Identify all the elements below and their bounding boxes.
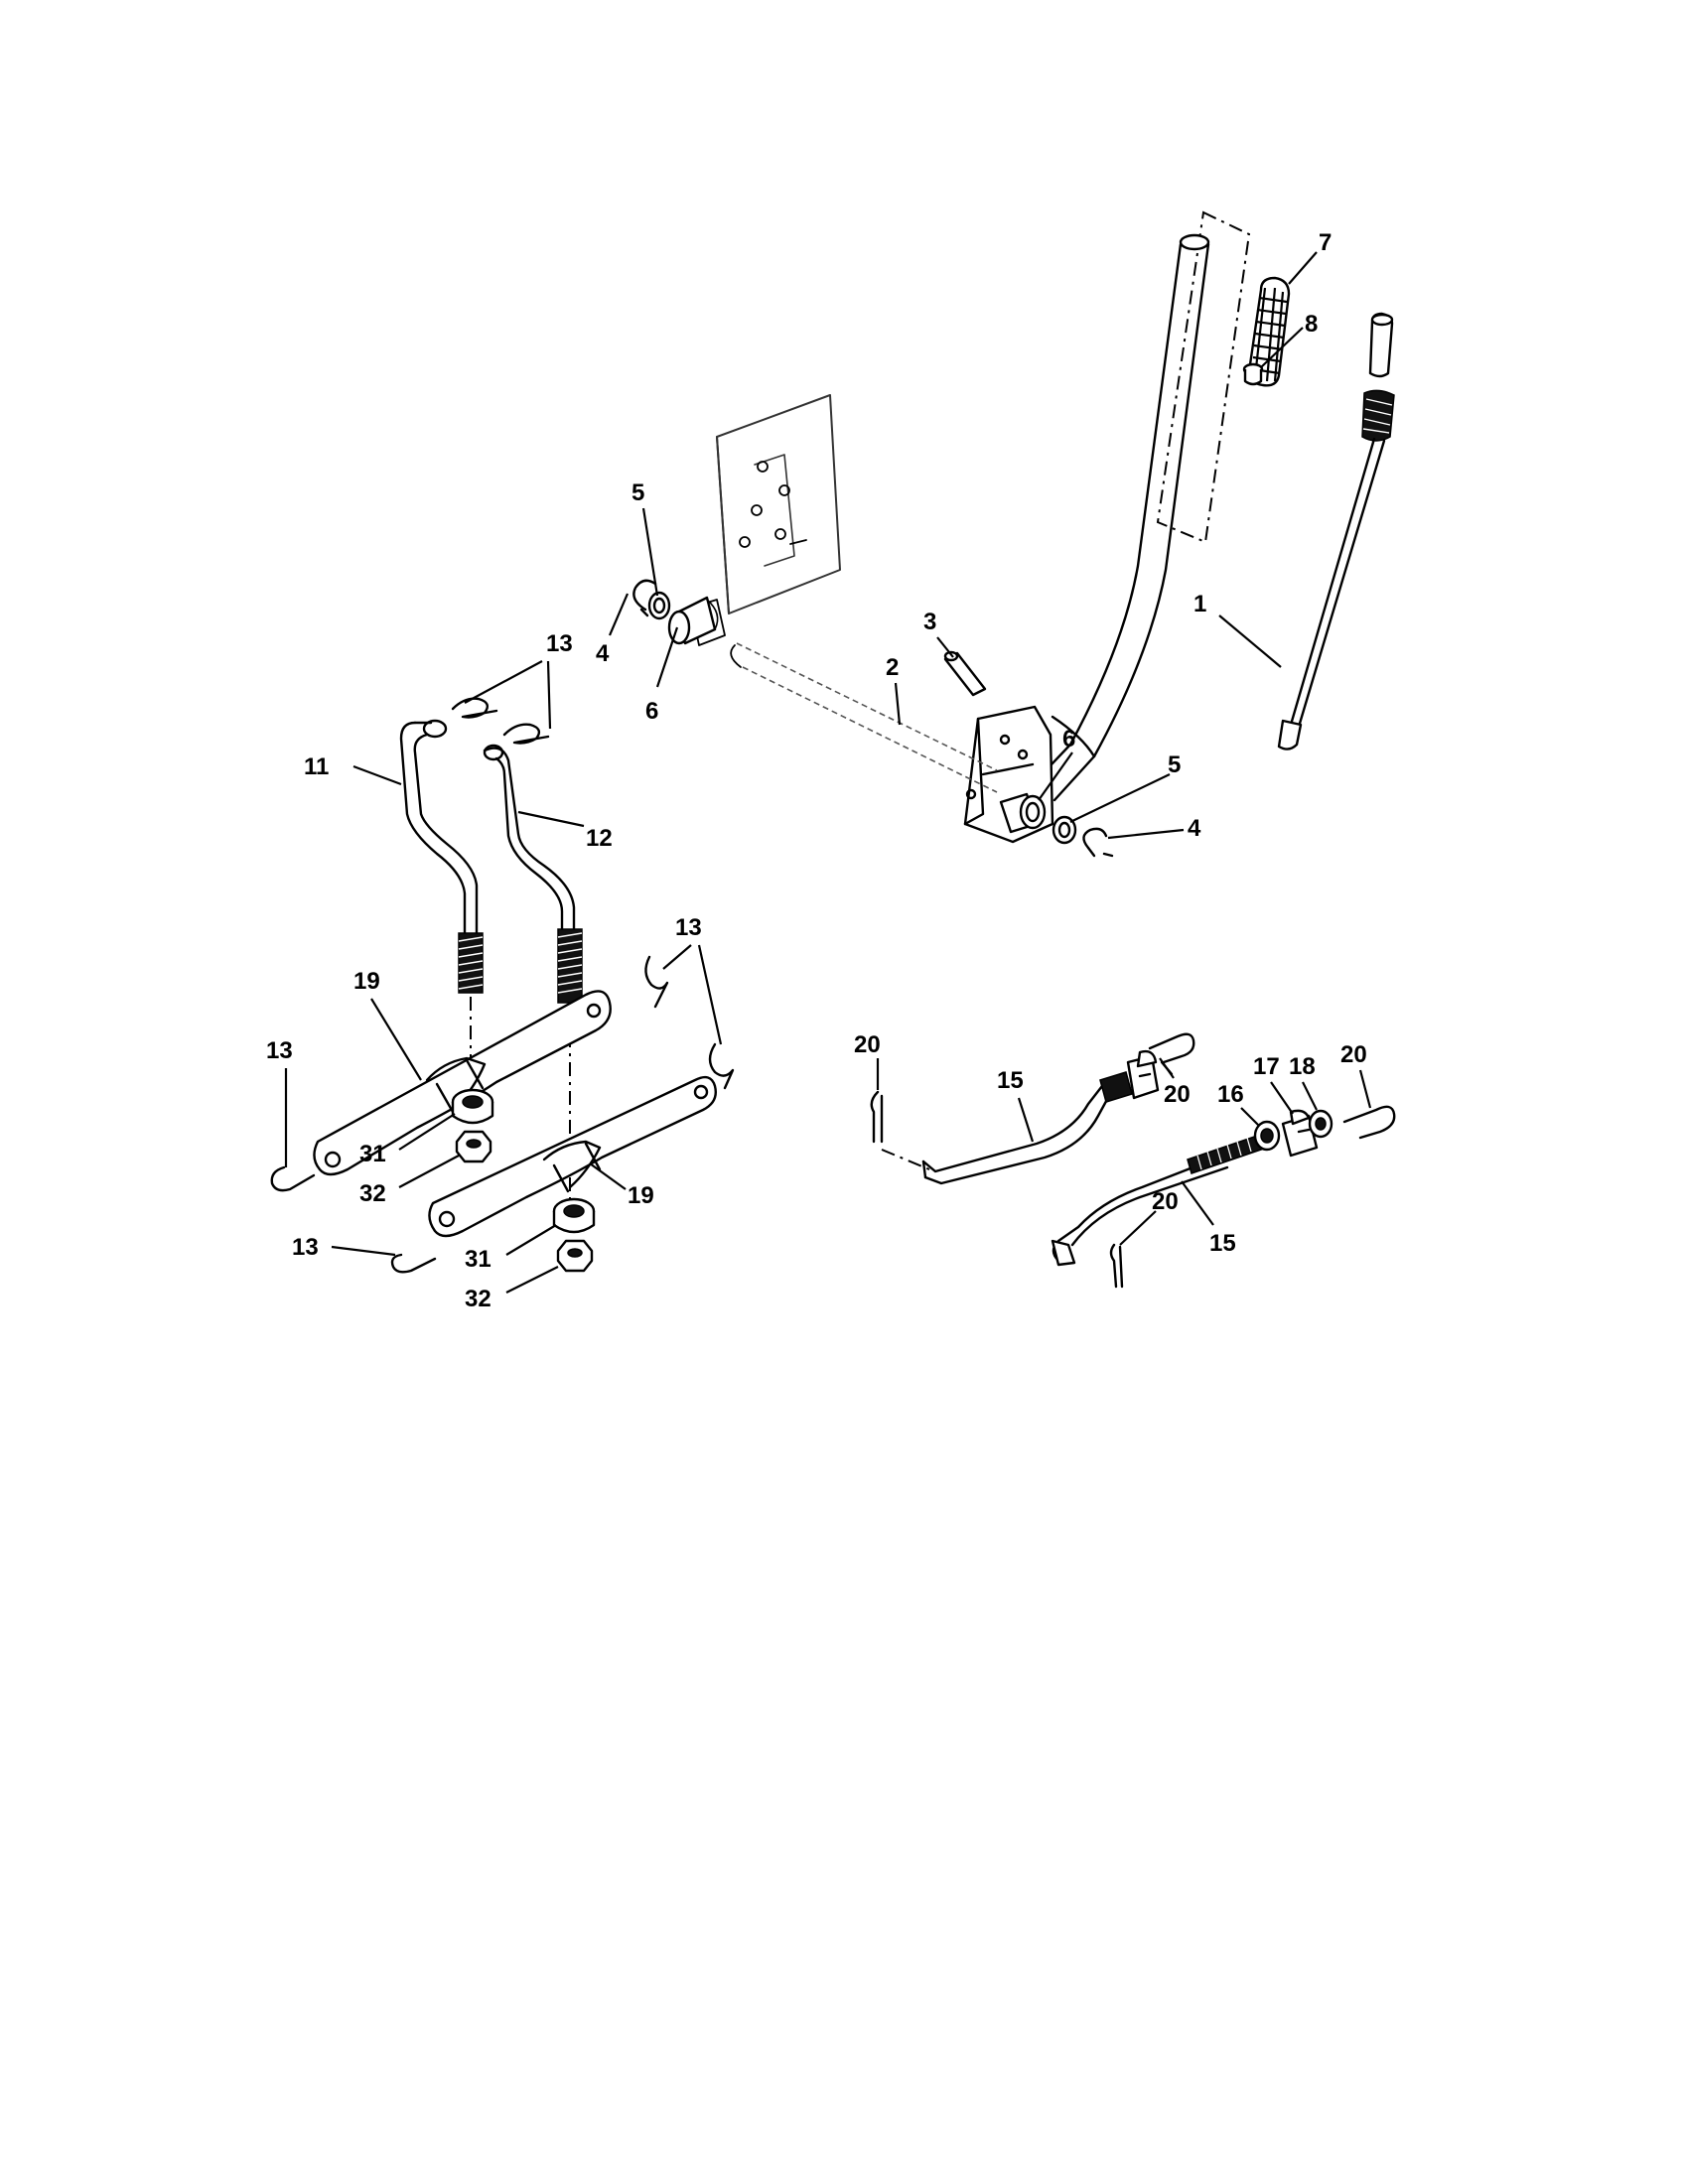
lift-shaft-part-2: [690, 599, 998, 793]
callout-32: 32: [359, 1180, 386, 1207]
hairpin-clip-part-20-lower: [1109, 1243, 1124, 1289]
callout-15: 15: [1209, 1230, 1236, 1257]
callout-4: 4: [596, 640, 610, 667]
lift-link-part-12: [483, 744, 583, 1004]
callout-3: 3: [923, 609, 936, 635]
spacer-part-31-lower: [552, 1197, 596, 1234]
hairpin-clip-part-13-bottom: [390, 1253, 437, 1274]
washer-part-5-upper: [647, 591, 671, 620]
callout-20: 20: [1340, 1041, 1367, 1068]
hanger-arm-part-19-lower: [428, 1075, 717, 1238]
nut-part-16: [1253, 1120, 1281, 1152]
callout-20: 20: [854, 1031, 881, 1058]
callout-11: 11: [304, 753, 329, 780]
callout-19: 19: [628, 1182, 654, 1209]
callout-20: 20: [1164, 1081, 1191, 1108]
hairpin-clip-part-13-left: [270, 1165, 316, 1192]
hairpin-clip-part-20-top: [1148, 1032, 1195, 1076]
draft-rod-part-15-lower: [1051, 1133, 1268, 1267]
callout-6: 6: [645, 698, 658, 725]
callout-5: 5: [1168, 751, 1181, 778]
leader-lines: [284, 251, 1372, 1294]
callout-19: 19: [353, 968, 380, 995]
retainer-ring-part-4-lower: [1082, 827, 1114, 858]
pin-part-8: [1242, 362, 1264, 386]
hairpin-clip-part-13-mid-b: [708, 1042, 735, 1090]
trunnion-upper: [1126, 1049, 1160, 1100]
callout-13: 13: [292, 1234, 319, 1261]
callout-13: 13: [266, 1037, 293, 1064]
callout-17: 17: [1253, 1053, 1280, 1080]
callout-labels: 7 8 5 4 6 3 2 1 6 5 4 13 11 12 13 19 13 …: [266, 229, 1367, 1312]
callout-16: 16: [1217, 1081, 1244, 1108]
callout-13: 13: [546, 630, 573, 657]
callout-1: 1: [1193, 591, 1206, 617]
callout-4: 4: [1188, 815, 1201, 842]
callout-8: 8: [1305, 311, 1318, 338]
draft-rod-part-15-upper: [921, 1071, 1133, 1185]
callout-2: 2: [886, 654, 899, 681]
lift-link-part-11: [399, 719, 484, 994]
callout-5: 5: [632, 479, 644, 506]
callout-7: 7: [1319, 229, 1332, 256]
callout-15: 15: [997, 1067, 1024, 1094]
nut-part-32-lower: [556, 1239, 594, 1273]
mounting-plate: [716, 394, 841, 614]
callout-31: 31: [465, 1246, 491, 1273]
nut-part-32-upper: [455, 1130, 492, 1163]
callout-20: 20: [1152, 1188, 1179, 1215]
spacer-part-31-upper: [451, 1088, 494, 1125]
callout-32: 32: [465, 1286, 491, 1312]
callout-6: 6: [1062, 726, 1075, 752]
washer-part-5-lower: [1052, 815, 1077, 845]
lift-handle: [1031, 233, 1210, 802]
retainer-ring-part-4-upper: [632, 579, 657, 617]
centerline-rod-left: [881, 1149, 930, 1170]
hairpin-clip-part-20-right: [1342, 1105, 1396, 1140]
callout-13: 13: [675, 914, 702, 941]
callout-12: 12: [586, 825, 613, 852]
hairpin-clip-part-13-top-a: [451, 697, 498, 719]
callout-18: 18: [1289, 1053, 1316, 1080]
bushing-part-6-lower: [999, 792, 1047, 834]
adjuster-rod-part-1: [1277, 312, 1395, 751]
nut-part-18: [1308, 1109, 1333, 1139]
hairpin-clip-part-20-left: [870, 1090, 884, 1144]
roll-pin-part-3: [943, 650, 987, 697]
grip-phantom-outline: [1156, 210, 1251, 544]
callout-31: 31: [359, 1141, 386, 1167]
hairpin-clip-part-13-mid-a: [644, 955, 669, 1009]
trunnion-part-17: [1281, 1109, 1319, 1158]
hairpin-clip-part-13-top-b: [502, 723, 550, 745]
